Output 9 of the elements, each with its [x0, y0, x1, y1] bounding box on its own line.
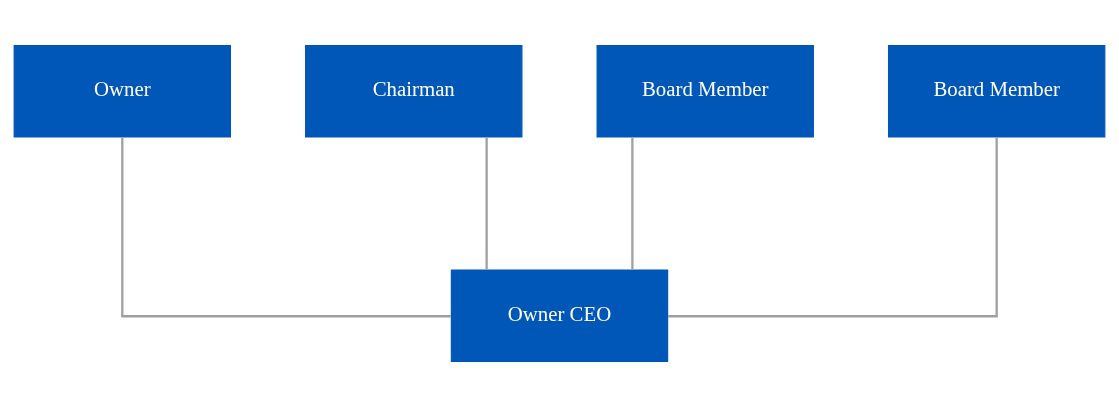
node-box: Owner CEO — [450, 269, 669, 362]
connector — [631, 137, 634, 270]
connector — [485, 137, 488, 270]
node-box: Owner — [13, 45, 232, 138]
connector — [121, 137, 451, 318]
connector — [668, 137, 998, 318]
node-box: Board Member — [887, 45, 1106, 138]
node-box: Board Member — [596, 45, 814, 138]
node-box: Chairman — [305, 45, 523, 138]
